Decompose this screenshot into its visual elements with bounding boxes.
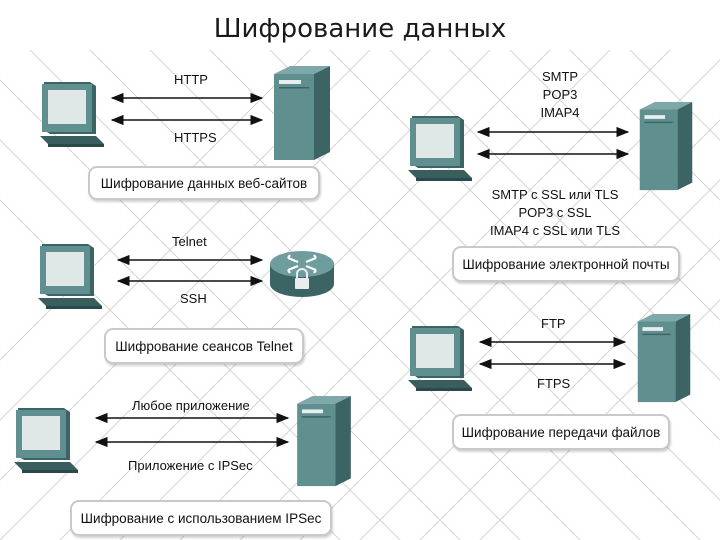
pop3-label: POP3: [542, 87, 578, 102]
router-icon: [270, 251, 334, 297]
smtp-label: SMTP: [541, 69, 579, 84]
ipsec-app-label: Приложение с IPSec: [128, 458, 253, 473]
web-encryption-caption: Шифрование данных веб-сайтов: [88, 166, 320, 200]
computer-icon: [14, 408, 78, 473]
computer-icon: [408, 326, 472, 391]
computer-icon: [408, 116, 472, 181]
http-label: HTTP: [174, 72, 208, 87]
server-icon: [297, 396, 351, 487]
background-grid: [0, 50, 720, 540]
mail-plain-protocols: SMTP POP3 IMAP4: [520, 68, 600, 122]
imap4-label: IMAP4: [540, 105, 580, 120]
telnet-label: Telnet: [172, 234, 207, 249]
mail-secure-protocols: SMTP с SSL или TLS POP3 с SSL IMAP4 с SS…: [470, 186, 640, 240]
ftp-encryption-caption: Шифрование передачи файлов: [452, 414, 670, 450]
smtp-ssl-label: SMTP с SSL или TLS: [491, 187, 619, 202]
ftps-label: FTPS: [537, 376, 571, 391]
mail-encryption-caption: Шифрование электронной почты: [452, 246, 680, 282]
imap4-ssl-label: IMAP4 с SSL или TLS: [490, 223, 620, 238]
ipsec-encryption-caption: Шифрование с использованием IPSec: [70, 500, 332, 536]
server-icon: [639, 102, 693, 191]
https-label: HTTPS: [174, 130, 217, 145]
computer-icon: [40, 82, 104, 147]
ftp-label: FTP: [541, 316, 566, 331]
pop3-ssl-label: POP3 с SSL: [518, 205, 592, 220]
page-title: Шифрование данных: [213, 14, 507, 44]
computer-icon: [38, 244, 102, 309]
server-icon: [274, 66, 330, 160]
ssh-label: SSH: [180, 291, 207, 306]
any-app-label: Любое приложение: [132, 398, 250, 413]
server-icon: [637, 314, 691, 403]
telnet-encryption-caption: Шифрование сеансов Telnet: [104, 328, 304, 364]
